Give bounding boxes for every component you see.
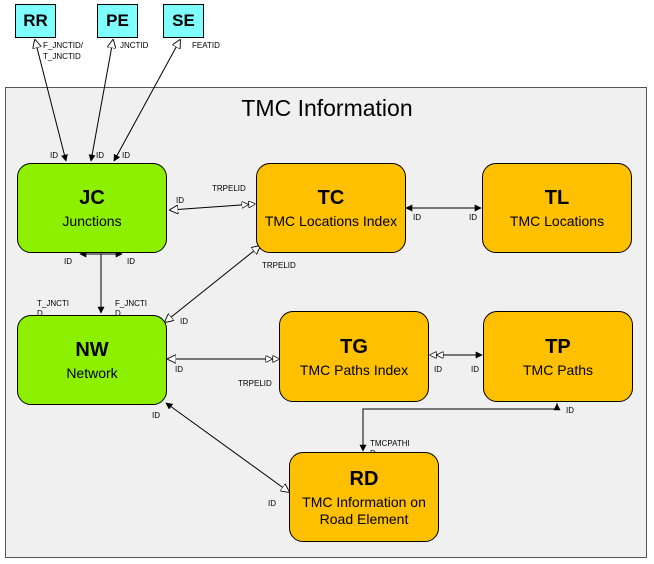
label-nw-tg-id: ID [175,365,183,374]
entity-tl-name: TMC Locations [509,213,605,229]
label-jc-tc-fk: TRPELID [212,184,246,193]
entity-tp: TP TMC Paths [483,311,633,402]
link-nw-rd: ID ID [152,403,289,508]
label-jc-nw-fj: F_JNCTI [115,299,147,308]
label-rr-jc-fk2: T_JNCTID [43,52,81,61]
entity-jc-name: Junctions [62,213,122,229]
label-tc-tl-id1: ID [413,213,421,222]
label-nw-rd-id2: ID [268,499,276,508]
label-nw-rd-id1: ID [152,411,160,420]
label-jc-nw-tj: T_JNCTI [37,299,69,308]
link-se-jc: FEATID ID [113,40,220,161]
entity-tl: TL TMC Locations [482,163,632,253]
entity-nw: NW Network [17,315,167,405]
label-pe-jc-id: ID [96,151,104,160]
link-tg-tp: ID ID [430,355,482,374]
entity-tp-code: TP [545,335,571,358]
entity-rd: RD TMC Information on Road Element [289,452,439,542]
entity-pe: PE [97,4,138,38]
label-tg-tp-id2: ID [471,365,479,374]
entity-nw-code: NW [75,339,109,361]
label-tp-rd-fk: TMCPATHI [370,439,410,448]
entity-se: SE [163,4,204,38]
link-pe-jc: JNCTID ID [91,40,149,161]
entity-tc: TC TMC Locations Index [256,163,406,253]
label-jc-nw-id2: ID [127,257,135,266]
entity-rd-code: RD [349,467,379,490]
label-jc-nw-tj2: D [37,309,43,318]
label-se-jc-id: ID [122,151,130,160]
entity-jc-code: JC [79,187,105,209]
link-jc-tc: ID TRPELID [170,184,255,210]
entity-rr: RR [15,4,56,38]
label-nw-tg-fk: TRPELID [238,379,272,388]
label-jc-nw-fj2: D [115,309,121,318]
entity-tg-code: TG [340,335,368,358]
label-tp-rd-id: ID [566,406,574,415]
entity-tc-code: TC [317,187,345,209]
entity-tg: TG TMC Paths Index [279,311,429,402]
link-tc-tl: ID ID [405,204,482,222]
label-nw-tc-id: ID [180,317,188,326]
label-se-jc-fk: FEATID [192,41,220,50]
link-rr-jc: F_JNCTID/ T_JNCTID ID [35,40,84,161]
entity-nw-name: Network [66,365,118,381]
entity-tl-code: TL [544,187,570,209]
link-tp-rd: ID TMCPATHI D [359,403,574,458]
label-tg-tp-id1: ID [434,365,442,374]
label-jc-nw-id1: ID [64,257,72,266]
label-nw-tc-fk: TRPELID [262,261,296,270]
entity-tg-name: TMC Paths Index [299,361,409,378]
diagram-title: TMC Information [241,95,413,121]
entity-jc: JC Junctions [17,163,167,253]
label-tc-tl-id2: ID [469,213,477,222]
link-jc-nw: ID ID T_JNCTI D F_JNCTI D [37,250,147,318]
label-pe-jc-fk: JNCTID [120,41,149,50]
label-jc-tc-id: ID [176,196,184,205]
entity-tc-name: TMC Locations Index [264,213,398,229]
entity-rd-name: TMC Information on Road Element [302,493,426,527]
label-rr-jc-fk: F_JNCTID/ [43,41,84,50]
link-nw-tg: ID TRPELID [168,359,279,388]
link-nw-tc: ID TRPELID [165,246,296,326]
entity-tp-name: TMC Paths [522,361,593,378]
label-rr-jc-id: ID [50,151,58,160]
